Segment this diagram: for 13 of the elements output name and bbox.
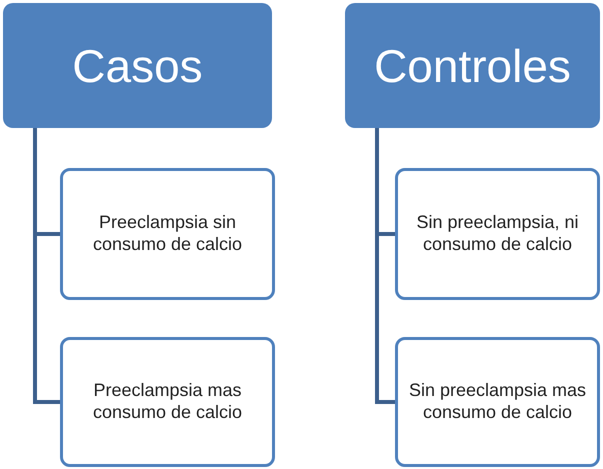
category-text: Preeclampsia mas consumo de calcio — [92, 380, 244, 424]
category-box — [3, 3, 272, 128]
category-box — [345, 3, 600, 128]
subcategory-box — [60, 337, 275, 467]
category-text: Preeclampsia sin consumo de calcio — [92, 212, 244, 256]
category-text: Sin preeclampsia mas consumo de calcio — [408, 380, 588, 424]
subcategory-box — [395, 337, 600, 467]
category-title: Casos — [72, 38, 203, 92]
connector-line — [33, 128, 60, 404]
category-text: Sin preeclampsia, ni consumo de calcio — [415, 212, 580, 256]
category-title: Controles — [374, 38, 571, 92]
subcategory-box — [395, 168, 600, 300]
subcategory-box — [60, 168, 275, 300]
